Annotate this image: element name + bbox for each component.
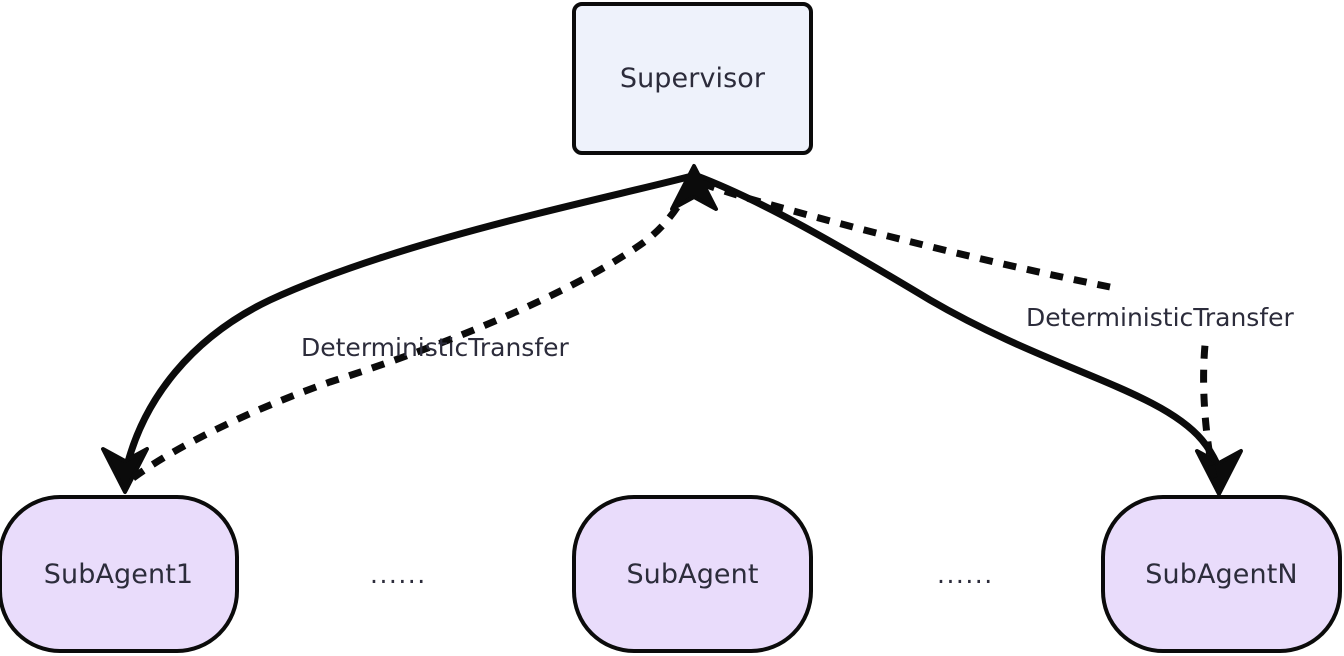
node-subagent1-label: SubAgent1: [43, 558, 194, 590]
node-subagentn-label: SubAgentN: [1145, 558, 1298, 590]
edge-subagentn-to-supervisor-upper: [696, 177, 1111, 291]
node-subagent-mid[interactable]: SubAgent: [572, 495, 813, 653]
edge-supervisor-to-subagent1: [124, 172, 696, 466]
ellipsis-right: ......: [937, 560, 994, 589]
node-subagentn[interactable]: SubAgentN: [1101, 495, 1342, 653]
node-subagent-mid-label: SubAgent: [626, 558, 759, 590]
node-supervisor-label: Supervisor: [619, 63, 766, 94]
edge-label-right: DeterministicTransfer: [1026, 303, 1294, 332]
node-supervisor[interactable]: Supervisor: [572, 2, 813, 155]
arrowhead-subagentn: [1195, 449, 1243, 496]
arrowhead-supervisor: [670, 164, 718, 211]
node-subagent1[interactable]: SubAgent1: [0, 495, 239, 653]
arrowhead-subagent1: [101, 447, 149, 494]
ellipsis-left: ......: [370, 560, 427, 589]
edge-subagent1-to-supervisor: [130, 180, 695, 481]
edge-label-left: DeterministicTransfer: [301, 333, 569, 362]
